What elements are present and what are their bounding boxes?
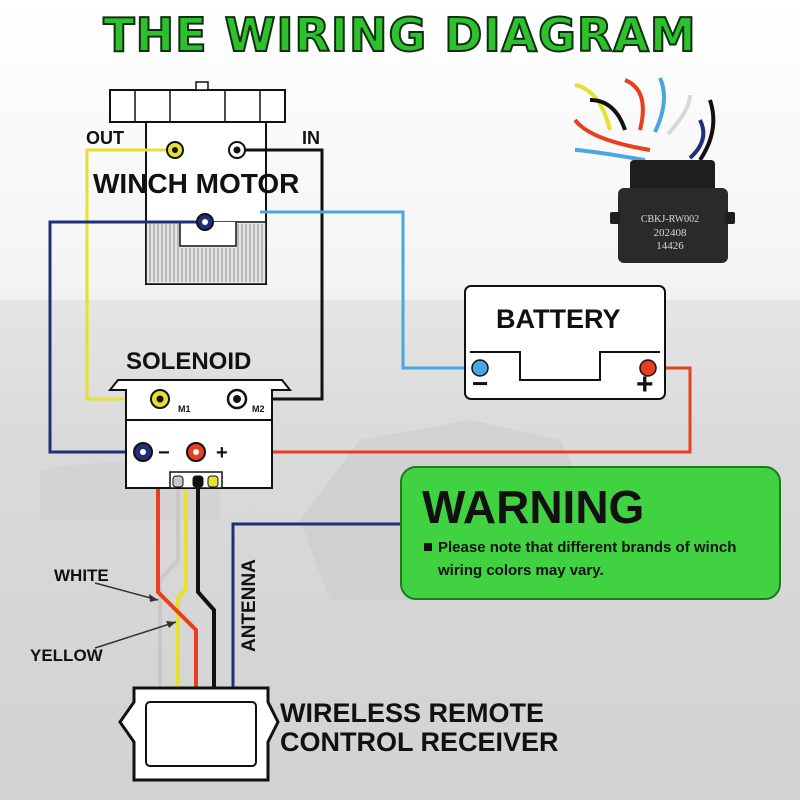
warning-text: Please note that different brands of win… bbox=[438, 539, 737, 579]
label-white: WHITE bbox=[54, 566, 109, 585]
receiver-module-photo bbox=[573, 77, 735, 263]
label-battery-plus: + bbox=[636, 368, 654, 401]
terminal-solenoid-minus bbox=[133, 442, 153, 462]
wire-white-control bbox=[158, 480, 180, 688]
label-arrows bbox=[94, 582, 177, 649]
wireless-receiver bbox=[118, 686, 280, 782]
solenoid bbox=[107, 379, 293, 489]
label-solenoid-minus: − bbox=[158, 442, 170, 464]
wire-antenna bbox=[231, 522, 400, 688]
label-solenoid: SOLENOID bbox=[126, 348, 252, 375]
warning-title: WARNING bbox=[422, 481, 645, 533]
wire-yellow-out-m1 bbox=[85, 148, 175, 401]
wire-red-battery-plus bbox=[196, 366, 692, 454]
page-title: THE WIRING DIAGRAM bbox=[102, 7, 697, 63]
label-m2: M2 bbox=[252, 404, 265, 414]
label-battery-minus: − bbox=[472, 368, 489, 399]
wire-black-control bbox=[196, 480, 216, 688]
wire-red-control bbox=[156, 470, 198, 688]
module-label-line2: 202408 bbox=[654, 227, 688, 239]
module-label-line1: CBKJ-RW002 bbox=[641, 214, 699, 225]
solenoid-control-pins bbox=[172, 475, 219, 488]
label-receiver-line2: CONTROL RECEIVER bbox=[280, 727, 559, 757]
battery-negative-terminal bbox=[471, 359, 489, 377]
terminal-m2 bbox=[226, 388, 248, 410]
label-receiver-line1: WIRELESS REMOTE bbox=[280, 698, 545, 728]
wire-navy-motor-minus bbox=[48, 220, 205, 454]
motor-fin-lines bbox=[149, 224, 263, 282]
warning-bullet bbox=[424, 543, 432, 551]
warning-box: WARNING Please note that different brand… bbox=[400, 466, 781, 600]
battery-positive-terminal bbox=[639, 359, 657, 377]
wire-blue-motor-battery bbox=[260, 210, 480, 370]
module-label-line3: 14426 bbox=[656, 240, 684, 252]
label-solenoid-plus: + bbox=[216, 442, 228, 464]
terminal-m1 bbox=[150, 389, 170, 409]
label-yellow: YELLOW bbox=[30, 646, 103, 665]
label-battery: BATTERY bbox=[496, 304, 621, 334]
label-out: OUT bbox=[86, 128, 124, 148]
wire-yellow-control bbox=[176, 480, 188, 688]
label-antenna: ANTENNA bbox=[239, 559, 260, 652]
battery bbox=[464, 285, 666, 400]
terminal-in bbox=[228, 141, 246, 159]
terminal-solenoid-plus bbox=[186, 442, 206, 462]
label-winch-motor: WINCH MOTOR bbox=[93, 168, 300, 199]
terminal-motor-ground bbox=[196, 213, 214, 231]
label-in: IN bbox=[302, 128, 320, 148]
label-m1: M1 bbox=[178, 404, 191, 414]
wire-black-in-m2 bbox=[237, 148, 324, 401]
terminal-out bbox=[166, 141, 184, 159]
